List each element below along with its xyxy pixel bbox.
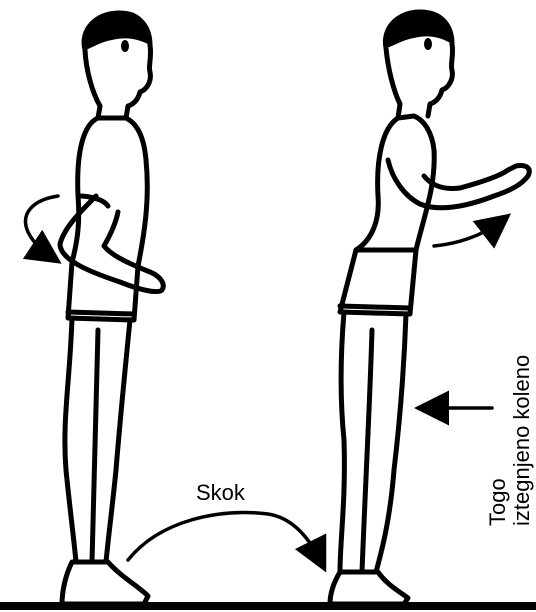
jump-label: Skok (196, 480, 246, 505)
side-note-line2: iztegnjeno koleno (509, 355, 534, 526)
shoe-left (62, 562, 148, 604)
eye-right (424, 38, 432, 50)
legs-left (65, 318, 130, 562)
rotation-arrow-left (26, 196, 58, 256)
eye-left (121, 40, 129, 52)
arm-right (388, 160, 529, 208)
legs-right (340, 312, 406, 572)
shoe-right (330, 572, 408, 604)
torso-right (340, 116, 434, 314)
side-note-line1: Togo (485, 478, 510, 526)
figure-left (26, 13, 164, 604)
rotation-arrow-right (434, 222, 500, 246)
jump-arrow-icon (128, 513, 320, 560)
